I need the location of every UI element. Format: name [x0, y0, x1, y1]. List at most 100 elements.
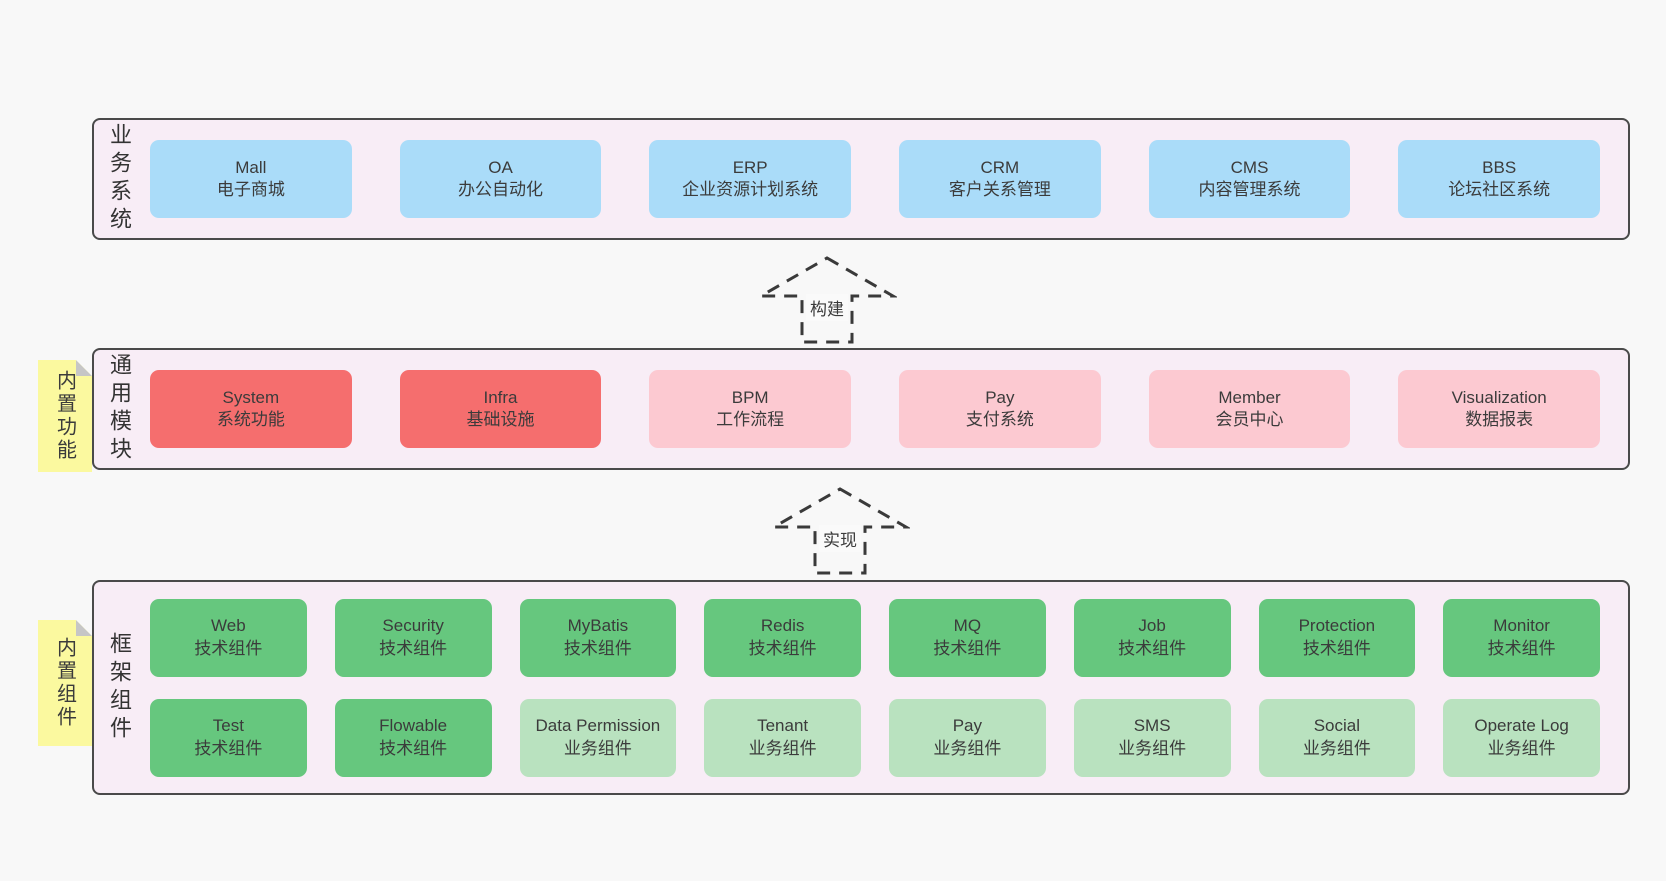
- box-protection: Protection 技术组件: [1258, 598, 1416, 677]
- box-bbs: BBS 论坛社区系统: [1398, 140, 1601, 218]
- framework-component-rows: Web 技术组件 Security 技术组件 MyBatis 技术组件 Redi…: [150, 582, 1600, 793]
- sticky-fold-corner: [76, 620, 92, 636]
- box-title: Security: [382, 616, 444, 636]
- arrow-label: 实现: [819, 525, 861, 552]
- box-job: Job 技术组件: [1073, 598, 1231, 677]
- box-web: Web 技术组件: [150, 598, 307, 677]
- box-title: Social: [1313, 716, 1361, 736]
- box-subtitle: 系统功能: [216, 410, 285, 429]
- box-subtitle: 技术组件: [194, 638, 263, 658]
- tech-component-row: Web 技术组件 Security 技术组件 MyBatis 技术组件 Redi…: [150, 598, 1600, 677]
- box-member: Member 会员中心: [1148, 370, 1351, 448]
- box-subtitle: 会员中心: [1215, 410, 1284, 429]
- box-subtitle: 论坛社区系统: [1448, 180, 1551, 199]
- box-redis: Redis 技术组件: [704, 598, 861, 677]
- box-subtitle: 业务组件: [748, 738, 817, 758]
- box-subtitle: 技术组件: [933, 638, 1002, 658]
- box-title: CMS: [1230, 157, 1269, 177]
- box-mq: MQ 技术组件: [889, 598, 1046, 677]
- box-title: BBS: [1482, 157, 1517, 177]
- box-flowable: Flowable 技术组件: [334, 698, 492, 777]
- up-arrow-build: 构建: [757, 255, 897, 345]
- band-label: 通用模块: [107, 353, 132, 465]
- box-title: Flowable: [379, 716, 448, 736]
- box-title: Mall: [235, 157, 267, 177]
- band-label: 框架组件: [107, 631, 132, 744]
- box-crm: CRM 客户关系管理: [899, 140, 1101, 218]
- box-title: Redis: [760, 616, 805, 636]
- box-oa: OA 办公自动化: [399, 140, 602, 218]
- box-subtitle: 企业资源计划系统: [682, 180, 819, 199]
- box-title: Test: [212, 716, 244, 736]
- box-subtitle: 技术组件: [1302, 638, 1371, 658]
- box-subtitle: 业务组件: [1487, 738, 1556, 758]
- box-title: BPM: [731, 387, 769, 407]
- box-tenant: Tenant 业务组件: [704, 698, 861, 777]
- box-subtitle: 基础设施: [466, 410, 535, 429]
- box-subtitle: 数据报表: [1465, 410, 1534, 429]
- box-subtitle: 业务组件: [1302, 738, 1371, 758]
- box-infra: Infra 基础设施: [399, 370, 602, 448]
- box-title: ERP: [732, 157, 768, 177]
- sticky-note-built-in-features: 内置功能: [38, 360, 92, 472]
- box-subtitle: 支付系统: [965, 410, 1034, 429]
- sticky-note-label: 内置组件: [53, 637, 76, 729]
- box-subtitle: 办公自动化: [458, 180, 543, 199]
- sticky-note-label: 内置功能: [53, 370, 76, 462]
- band-common-modules: 通用模块 System 系统功能 Infra 基础设施 BPM 工作流程 Pay…: [92, 348, 1630, 470]
- box-pay-module: Pay 支付系统: [899, 370, 1101, 448]
- box-subtitle: 技术组件: [379, 638, 448, 658]
- box-mybatis: MyBatis 技术组件: [519, 598, 677, 677]
- box-visualization: Visualization 数据报表: [1398, 370, 1601, 448]
- box-pay-component: Pay 业务组件: [889, 698, 1046, 777]
- box-subtitle: 业务组件: [563, 738, 632, 758]
- arrow-label: 构建: [806, 294, 848, 321]
- band-business-systems: 业务系统 Mall 电子商城 OA 办公自动化 ERP 企业资源计划系统 CRM…: [92, 118, 1630, 240]
- dashed-up-arrow-icon: [770, 487, 910, 575]
- box-title: MQ: [953, 616, 982, 636]
- biz-component-row: Test 技术组件 Flowable 技术组件 Data Permission …: [150, 698, 1600, 777]
- box-title: Data Permission: [535, 716, 661, 736]
- box-title: Job: [1138, 616, 1166, 636]
- band-label: 业务系统: [107, 123, 132, 235]
- box-social: Social 业务组件: [1258, 698, 1416, 777]
- box-subtitle: 客户关系管理: [948, 180, 1051, 199]
- sticky-note-built-in-components: 内置组件: [38, 620, 92, 746]
- box-erp: ERP 企业资源计划系统: [649, 140, 852, 218]
- business-system-boxes: Mall 电子商城 OA 办公自动化 ERP 企业资源计划系统 CRM 客户关系…: [150, 120, 1601, 238]
- box-title: CRM: [980, 157, 1020, 177]
- box-mall: Mall 电子商城: [150, 140, 352, 218]
- box-title: Pay: [985, 387, 1015, 407]
- box-title: Operate Log: [1474, 716, 1569, 736]
- box-operate-log: Operate Log 业务组件: [1443, 698, 1600, 777]
- box-title: OA: [488, 157, 513, 177]
- box-title: System: [222, 387, 280, 407]
- sticky-fold-corner: [76, 360, 92, 376]
- box-cms: CMS 内容管理系统: [1148, 140, 1351, 218]
- common-module-boxes: System 系统功能 Infra 基础设施 BPM 工作流程 Pay 支付系统…: [150, 350, 1601, 468]
- box-subtitle: 业务组件: [933, 738, 1002, 758]
- box-title: Web: [211, 616, 246, 636]
- box-subtitle: 技术组件: [1118, 638, 1187, 658]
- box-sms: SMS 业务组件: [1073, 698, 1231, 777]
- box-subtitle: 技术组件: [563, 638, 632, 658]
- box-subtitle: 技术组件: [748, 638, 817, 658]
- box-monitor: Monitor 技术组件: [1443, 598, 1600, 677]
- box-security: Security 技术组件: [334, 598, 492, 677]
- box-subtitle: 内容管理系统: [1198, 180, 1301, 199]
- box-system: System 系统功能: [150, 370, 352, 448]
- band-framework-components: 框架组件 Web 技术组件 Security 技术组件 MyBatis 技术组件…: [92, 580, 1630, 795]
- box-subtitle: 电子商城: [216, 180, 285, 199]
- box-title: Visualization: [1451, 387, 1547, 407]
- box-title: MyBatis: [567, 616, 629, 636]
- up-arrow-implement: 实现: [770, 486, 910, 576]
- box-subtitle: 技术组件: [194, 738, 263, 758]
- box-bpm: BPM 工作流程: [649, 370, 852, 448]
- box-title: Pay: [952, 716, 983, 736]
- dashed-up-arrow-icon: [757, 256, 897, 344]
- box-data-permission: Data Permission 业务组件: [519, 698, 677, 777]
- box-test: Test 技术组件: [150, 698, 307, 777]
- box-title: Member: [1218, 387, 1281, 407]
- box-subtitle: 工作流程: [716, 410, 785, 429]
